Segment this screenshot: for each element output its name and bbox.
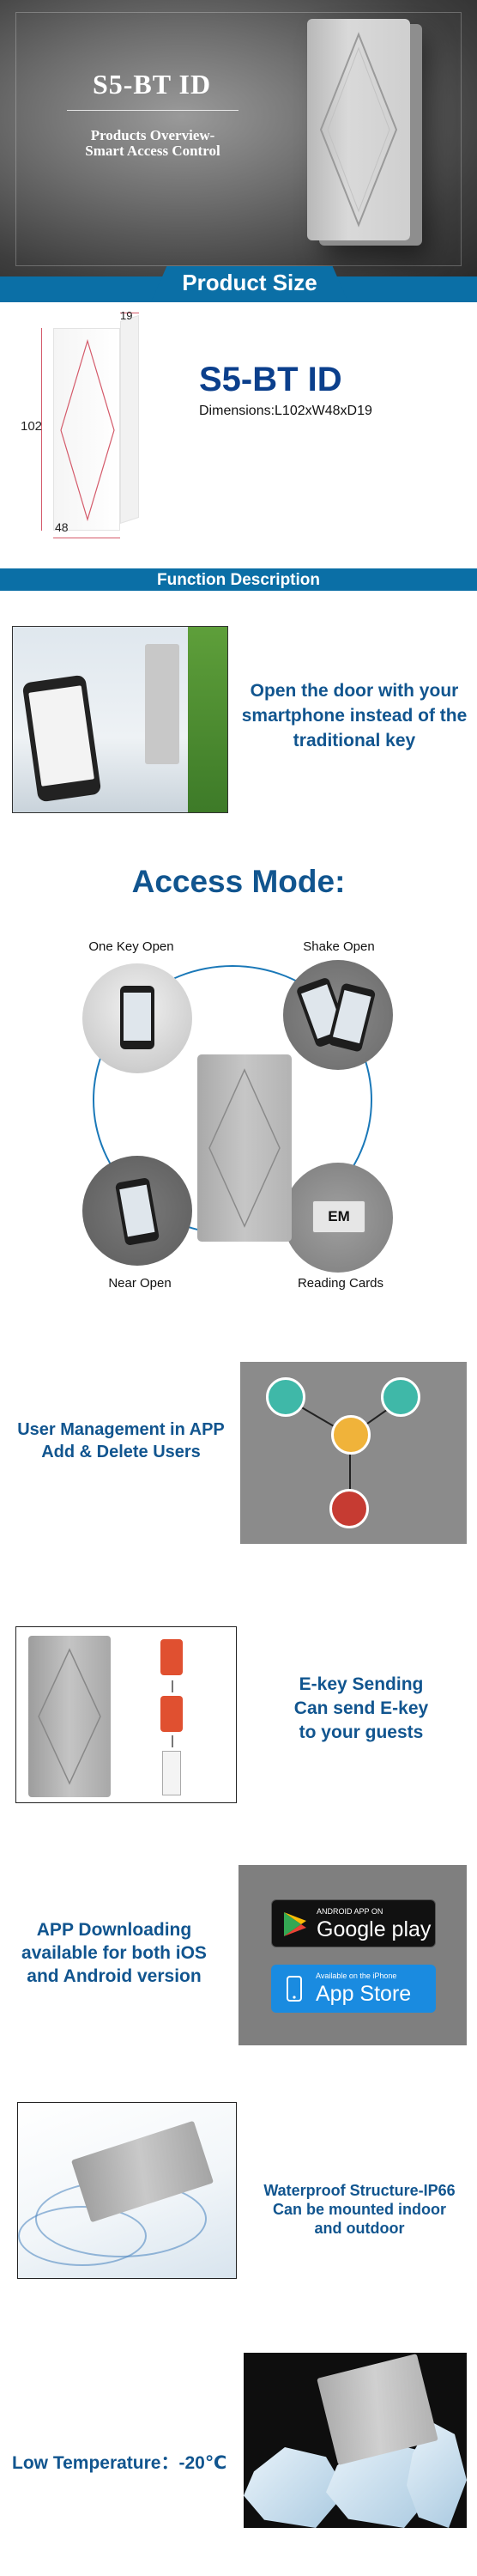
hero-device-image — [307, 19, 410, 240]
height-dimension-line — [41, 328, 42, 531]
waterproof-line1: Waterproof Structure-IP66 — [263, 2182, 456, 2199]
hero-banner: S5-BT ID Products Overview- Smart Access… — [0, 0, 477, 276]
mode-label-reading-cards: Reading Cards — [297, 1276, 384, 1291]
em-card-label: EM — [312, 1200, 365, 1233]
shake-open-image — [283, 960, 393, 1070]
mode-label-shake-open: Shake Open — [303, 939, 375, 954]
app-download-description: APP Downloading available for both iOS a… — [3, 1918, 225, 1988]
function-description-heading: Function Description — [157, 571, 320, 589]
reader-small-icon — [162, 1751, 181, 1795]
size-diamond-icon — [60, 338, 115, 522]
center-reader-image — [197, 1054, 292, 1242]
app-store-caption: Available on the iPhone — [316, 1971, 397, 1980]
size-diagram-front — [53, 328, 120, 531]
google-play-badge[interactable]: ANDROID APP ON Google play — [271, 1899, 436, 1947]
reader-diamond-icon — [208, 1068, 281, 1228]
mode-label-one-key-open: One Key Open — [88, 939, 174, 954]
height-dimension-label: 102 — [21, 419, 43, 434]
one-key-open-image — [82, 963, 192, 1073]
open-door-description: Open the door with your smartphone inste… — [241, 681, 468, 750]
app-download-line2: available for both iOS — [21, 1943, 207, 1963]
smartphone-door-photo — [12, 626, 228, 813]
device-diamond-icon — [319, 32, 398, 228]
app-store-label: App Store — [316, 1982, 412, 2006]
phone-icon — [160, 1639, 183, 1675]
user-management-description: User Management in APP Add & Delete User… — [2, 1419, 240, 1463]
user-avatar-icon — [329, 1489, 369, 1528]
waterproof-line2: Can be mounted indoor — [273, 2201, 446, 2218]
model-name: S5-BT ID — [199, 361, 342, 398]
app-store-badge[interactable]: Available on the iPhone App Store — [271, 1965, 436, 2013]
phone-icon — [114, 1177, 160, 1246]
access-mode-title: Access Mode: — [131, 864, 346, 899]
user-management-diagram — [240, 1362, 467, 1544]
waterproof-description: Waterproof Structure-IP66 Can be mounted… — [244, 2181, 475, 2238]
near-open-image — [82, 1156, 192, 1266]
reader-diamond-icon — [38, 1648, 101, 1785]
ekey-line1: E-key Sending — [299, 1674, 424, 1694]
hero-divider — [67, 110, 238, 111]
ekey-sending-photo — [15, 1626, 237, 1803]
low-temperature-description: Low Temperature：-20℃ — [12, 2453, 227, 2473]
low-temperature-photo — [244, 2353, 467, 2528]
model-dimensions: Dimensions:L102xW48xD19 — [199, 404, 372, 418]
size-diagram-depth — [120, 314, 139, 524]
phone-icon — [120, 986, 154, 1049]
hero-subtitle-line1: Products Overview- — [90, 127, 215, 143]
waterproof-photo — [17, 2102, 237, 2279]
product-size-banner: Product Size — [0, 266, 477, 302]
hero-subtitle-line2: Smart Access Control — [85, 143, 220, 159]
ekey-reader-image — [28, 1636, 111, 1797]
user-avatar-icon — [381, 1377, 420, 1417]
product-size-tab — [151, 266, 348, 302]
water-splash-icon — [18, 2206, 147, 2266]
arrow-down-icon — [172, 1680, 173, 1692]
google-play-icon — [284, 1912, 306, 1936]
reading-cards-image: EM — [283, 1163, 393, 1273]
ekey-line2: Can send E-key — [293, 1698, 429, 1718]
function-description-banner: Function Description — [0, 568, 477, 591]
mode-label-near-open: Near Open — [108, 1276, 172, 1291]
user-management-line1: User Management in APP — [17, 1420, 225, 1439]
phone-icon — [160, 1696, 183, 1732]
door-reader-image — [145, 644, 179, 764]
admin-avatar-icon — [331, 1415, 371, 1455]
user-management-line2: Add & Delete Users — [41, 1443, 201, 1461]
waterproof-line3: and outdoor — [314, 2220, 405, 2237]
google-play-caption: ANDROID APP ON — [317, 1907, 383, 1916]
width-dimension-label: 48 — [55, 520, 69, 534]
ekey-description: E-key Sending Can send E-key to your gue… — [249, 1673, 474, 1745]
app-download-line1: APP Downloading — [36, 1920, 192, 1940]
hero-title: S5-BT ID — [92, 69, 212, 100]
hero-frame — [15, 12, 462, 266]
app-store-badges-panel: ANDROID APP ON Google play Available on … — [238, 1865, 467, 2045]
user-avatar-icon — [266, 1377, 305, 1417]
app-download-line3: and Android version — [27, 1966, 202, 1986]
ekey-line3: to your guests — [299, 1722, 424, 1742]
phone-icon — [327, 982, 377, 1053]
product-size-heading: Product Size — [182, 270, 317, 295]
google-play-label: Google play — [317, 1917, 432, 1941]
iphone-icon — [287, 1976, 302, 2002]
door-window-image — [188, 627, 227, 812]
arrow-down-icon — [172, 1735, 173, 1747]
depth-dimension-label: 19 — [120, 309, 133, 322]
smartphone-icon — [21, 674, 102, 803]
